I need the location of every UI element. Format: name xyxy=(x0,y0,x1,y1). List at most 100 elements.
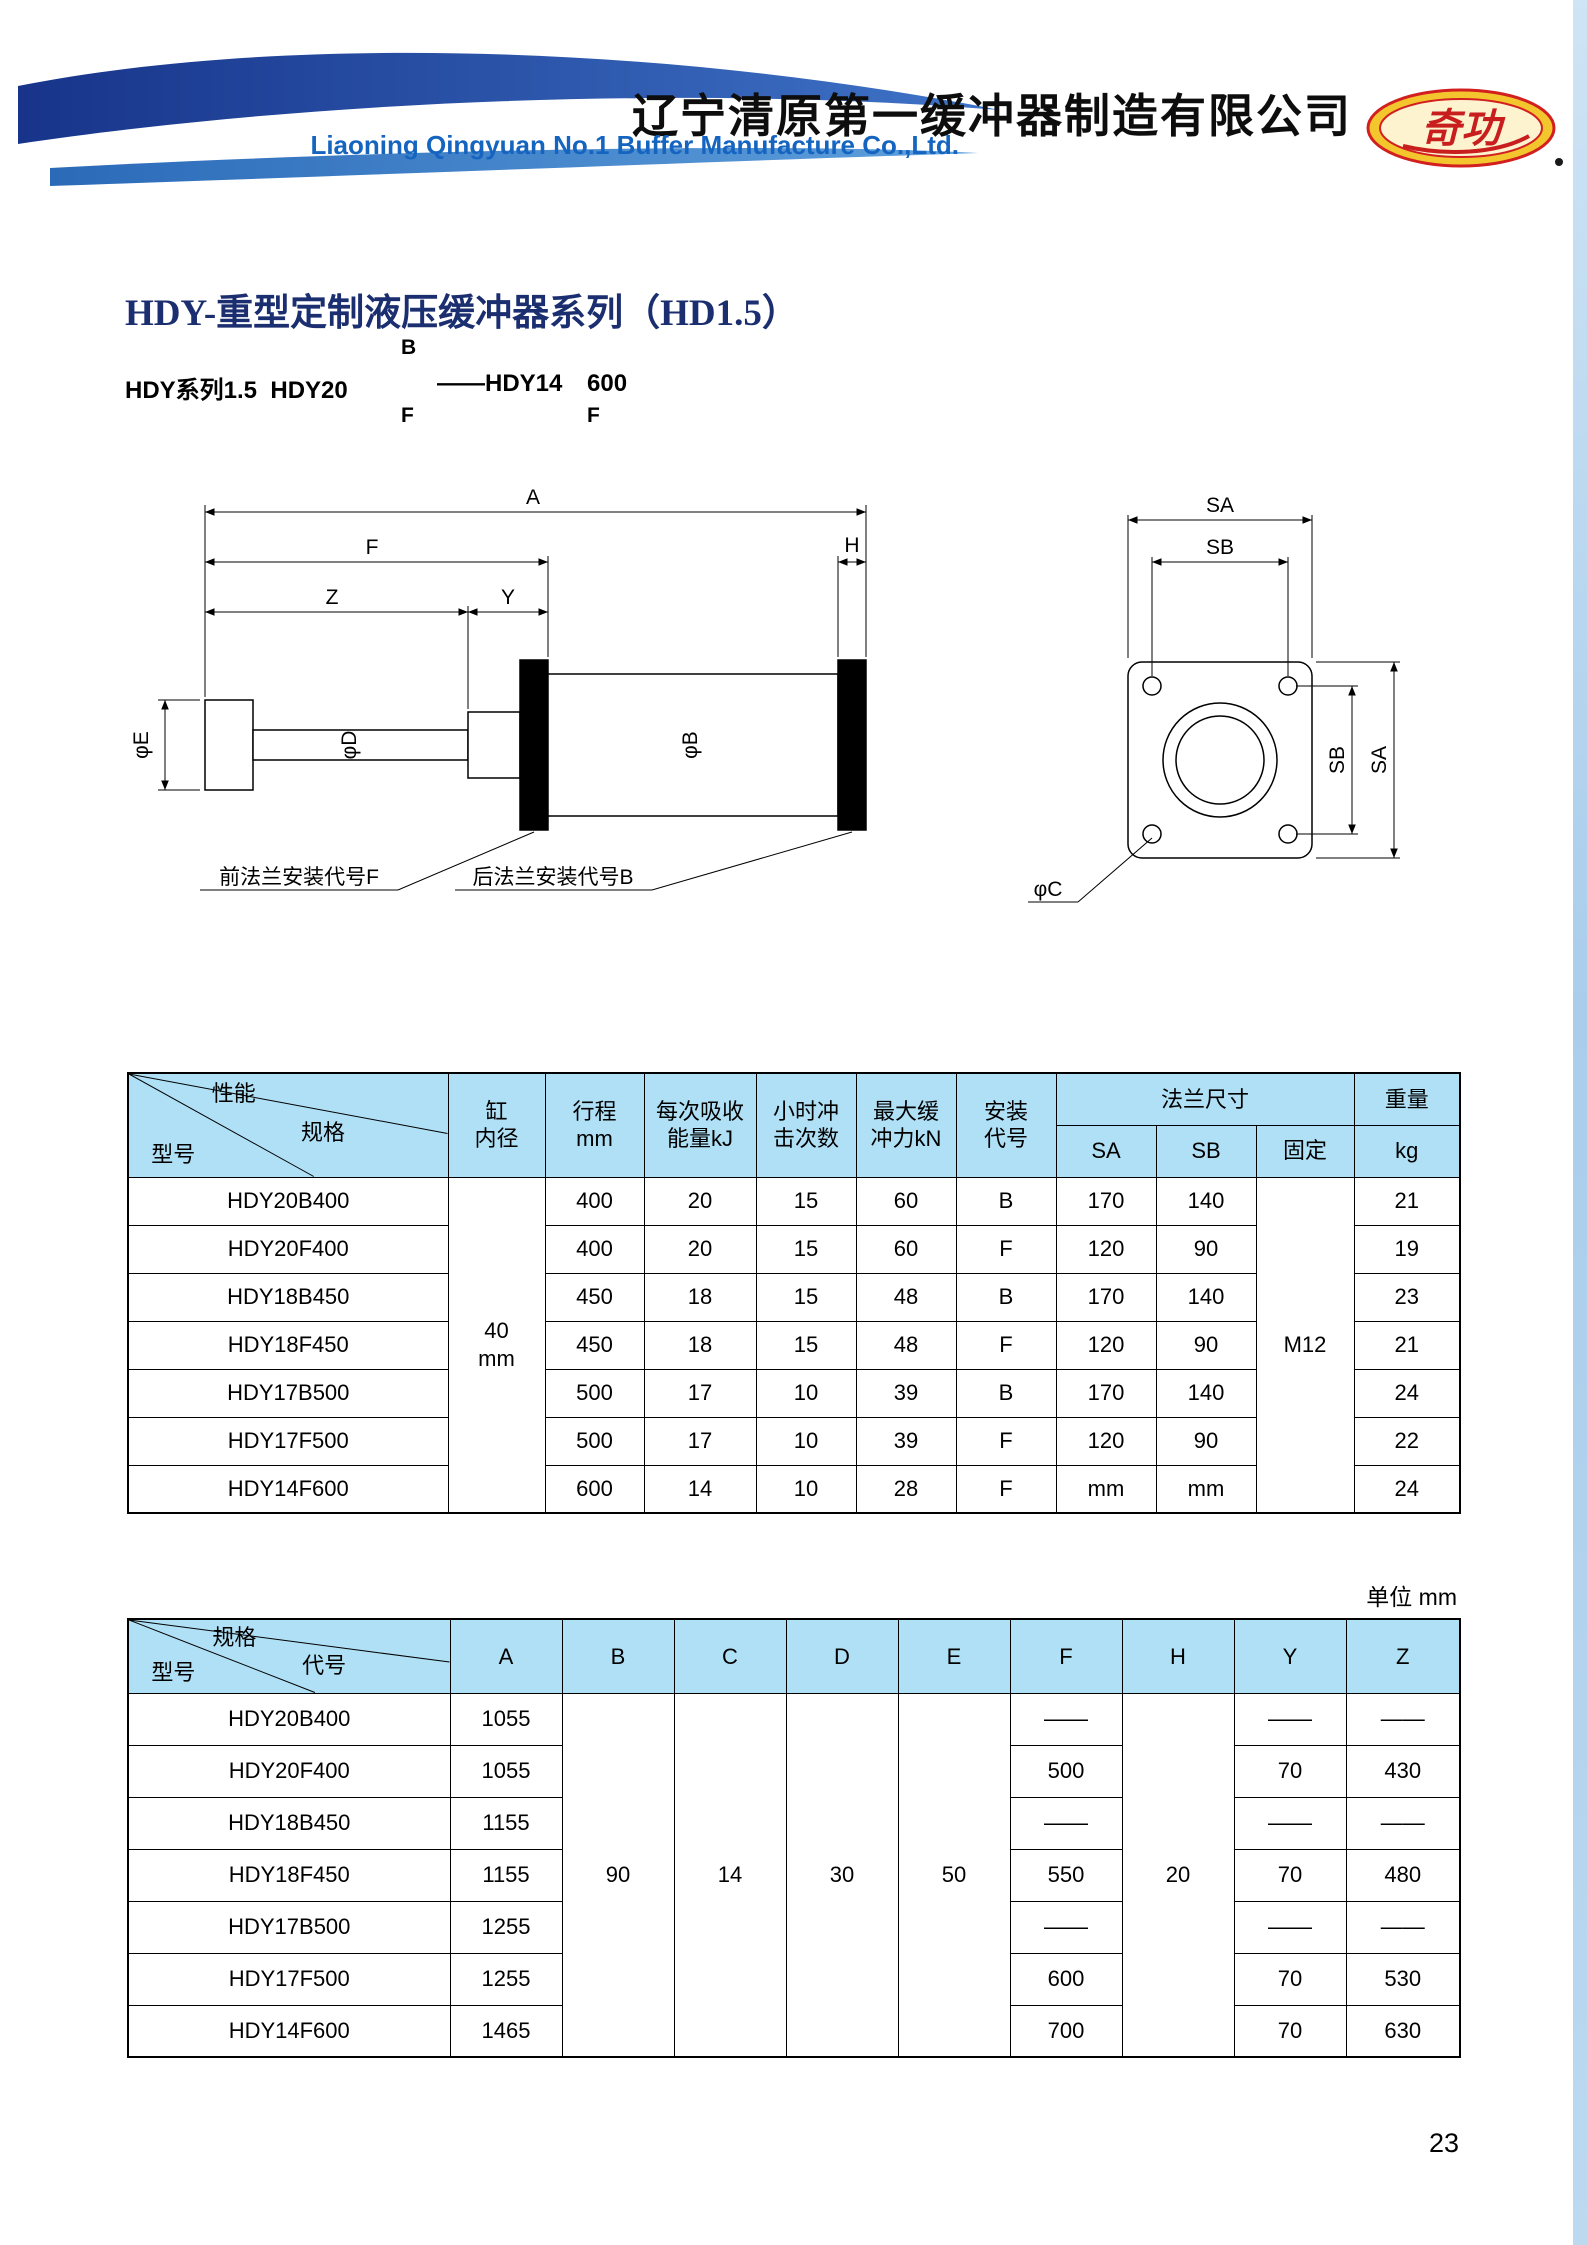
table-cell: F xyxy=(955,1464,1057,1514)
table-cell: B xyxy=(955,1272,1057,1322)
table-cell: mm xyxy=(1155,1464,1257,1514)
table-cell: 530 xyxy=(1345,1952,1461,2006)
table-cell: 500 xyxy=(544,1416,645,1466)
bolt-hole xyxy=(1142,824,1162,844)
table-cell: 22 xyxy=(1353,1416,1461,1466)
dim-label-Z: Z xyxy=(326,586,339,609)
table-cell: 40 mm xyxy=(447,1176,546,1514)
model-cell: HDY18B450 xyxy=(127,1272,449,1322)
column-header: 法兰尺寸 xyxy=(1055,1072,1355,1126)
table-cell: 90 xyxy=(1155,1320,1257,1370)
table-cell: 140 xyxy=(1155,1368,1257,1418)
table-cell: 15 xyxy=(755,1320,857,1370)
model-cell: HDY20F400 xyxy=(127,1744,451,1798)
table-cell: 39 xyxy=(855,1416,957,1466)
header-swoosh xyxy=(18,52,1000,186)
bolt-hole xyxy=(1278,824,1298,844)
corner-mid-label: 规格 xyxy=(300,1120,345,1146)
logo-underline-stroke xyxy=(1402,134,1530,154)
column-header: E xyxy=(897,1618,1011,1694)
table-cell: 24 xyxy=(1353,1368,1461,1418)
table-cell: 500 xyxy=(544,1368,645,1418)
table-cell: 10 xyxy=(755,1368,857,1418)
corner-top-label: 规格 xyxy=(212,1625,257,1651)
model-cell: HDY17F500 xyxy=(127,1416,449,1466)
model-cell: HDY20B400 xyxy=(127,1176,449,1226)
flange-front-view xyxy=(1127,661,1313,859)
cylinder-body xyxy=(547,673,839,817)
table-cell: 90 xyxy=(1155,1224,1257,1274)
table-cell: —— xyxy=(1233,1796,1347,1850)
table-cell: 1155 xyxy=(449,1796,563,1850)
table-cell: —— xyxy=(1233,1692,1347,1746)
corner-bottom-label: 型号 xyxy=(151,1141,196,1167)
company-name-en: Liaoning Qingyuan No.1 Buffer Manufactur… xyxy=(310,130,959,160)
front-view-labels: SA SB SB SA φC xyxy=(1034,494,1391,901)
table-cell: 17 xyxy=(643,1416,757,1466)
table-cell: F xyxy=(955,1224,1057,1274)
table-cell: 15 xyxy=(755,1224,857,1274)
bolt-hole xyxy=(1142,676,1162,696)
bolt-hole xyxy=(1278,676,1298,696)
table-cell: 450 xyxy=(544,1320,645,1370)
table-cell: 120 xyxy=(1055,1416,1157,1466)
column-header: A xyxy=(449,1618,563,1694)
table-cell: 500 xyxy=(1009,1744,1123,1798)
corner-top-label: 性能 xyxy=(211,1081,256,1107)
flange-plate xyxy=(1127,661,1313,859)
technical-drawing: A F H Z Y φE φD φB 前法兰安装代号F 后法兰安装代号B xyxy=(130,486,1400,903)
table-cell: 30 xyxy=(785,1692,899,2058)
model-code-part2: ——HDY14 xyxy=(437,370,563,397)
table-cell: 170 xyxy=(1055,1272,1157,1322)
table-cell: mm xyxy=(1055,1464,1157,1514)
table-cell: 70 xyxy=(1233,2004,1347,2058)
table-cell: 1155 xyxy=(449,1848,563,1902)
table-cell: 15 xyxy=(755,1272,857,1322)
table-cell: M12 xyxy=(1255,1176,1355,1514)
column-header: 缸 内径 xyxy=(447,1072,546,1178)
front-flange xyxy=(519,659,549,831)
table-cell: 23 xyxy=(1353,1272,1461,1322)
table-cell: 400 xyxy=(544,1176,645,1226)
table-cell: 90 xyxy=(1155,1416,1257,1466)
corner-header: 规格代号型号 xyxy=(127,1618,451,1694)
column-header: H xyxy=(1121,1618,1235,1694)
table-cell: 400 xyxy=(544,1224,645,1274)
column-header: F xyxy=(1009,1618,1123,1694)
table-cell: —— xyxy=(1345,1692,1461,1746)
table-cell: 430 xyxy=(1345,1744,1461,1798)
table-cell: 28 xyxy=(855,1464,957,1514)
page-edge-decoration xyxy=(1573,0,1587,2245)
table-cell: 120 xyxy=(1055,1224,1157,1274)
table-cell: 170 xyxy=(1055,1176,1157,1226)
table-cell: 10 xyxy=(755,1464,857,1514)
column-header: 每次吸收 能量kJ xyxy=(643,1072,757,1178)
unit-note: 单位 mm xyxy=(1366,1584,1457,1610)
table-cell: 450 xyxy=(544,1272,645,1322)
model-cell: HDY20F400 xyxy=(127,1224,449,1274)
front-collar xyxy=(467,711,521,779)
table-cell: 600 xyxy=(1009,1952,1123,2006)
table-cell: 48 xyxy=(855,1320,957,1370)
table-cell: 18 xyxy=(643,1320,757,1370)
table-cell: 20 xyxy=(643,1224,757,1274)
page-number: 23 xyxy=(1428,2128,1459,2158)
side-view-leader-lines xyxy=(200,831,853,891)
model-code-legend: HDY系列1.5 HDY20 B ——HDY14 600 F F xyxy=(125,336,725,428)
rear-flange xyxy=(837,659,867,831)
diagonal-divider-lines xyxy=(129,1074,448,1177)
table-cell: —— xyxy=(1233,1900,1347,1954)
table-cell: 14 xyxy=(643,1464,757,1514)
table-cell: 21 xyxy=(1353,1176,1461,1226)
